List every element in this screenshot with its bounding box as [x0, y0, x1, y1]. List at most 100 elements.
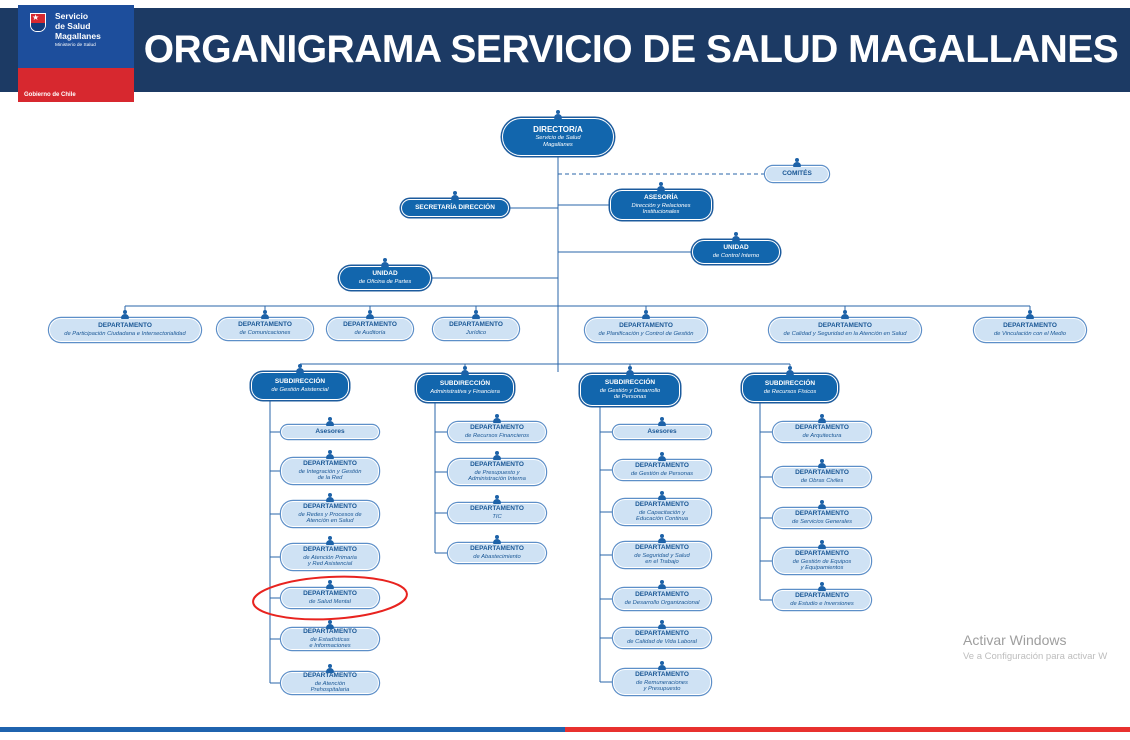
gobierno-de-chile-logo: ★ Servicio de Salud Magallanes Ministeri…: [18, 5, 134, 102]
person-icon: [657, 620, 667, 629]
node-title: Asesores: [315, 428, 345, 436]
node-title: Asesores: [647, 428, 677, 436]
node-dept-calidad-vida-laboral: DEPARTAMENTO de Calidad de Vida Laboral: [613, 620, 711, 648]
person-icon: [365, 310, 375, 319]
node-subtitle: Jurídico: [465, 329, 487, 336]
person-icon: [471, 310, 481, 319]
node-subtitle: de Obras Civiles: [800, 477, 844, 484]
node-dept-abastecimiento: DEPARTAMENTO de Abastecimiento: [448, 535, 546, 563]
node-title: DEPARTAMENTO: [635, 462, 689, 470]
node-title: DEPARTAMENTO: [303, 590, 357, 598]
node-subtitle: de Estudio e Inversiones: [790, 600, 854, 607]
node-dept-capacitacion-educacion: DEPARTAMENTO de Capacitación y Educación…: [613, 491, 711, 525]
person-icon: [553, 110, 563, 119]
person-icon: [657, 452, 667, 461]
node-subtitle: de Presupuesto y Administración Interna: [468, 469, 526, 483]
person-icon: [1025, 310, 1035, 319]
coat-of-arms-icon: ★: [22, 11, 52, 35]
person-icon: [785, 366, 795, 375]
node-subtitle: de Control Interno: [712, 252, 760, 259]
footer-bar-blue: [0, 727, 565, 732]
node-dept-gestion-equipos: DEPARTAMENTO de Gestión de Equipos y Equ…: [773, 540, 871, 574]
person-icon: [120, 310, 130, 319]
person-icon: [656, 182, 666, 191]
person-icon: [817, 582, 827, 591]
footer-bar-red: [565, 727, 1130, 732]
person-icon: [492, 414, 502, 423]
person-icon: [325, 493, 335, 502]
person-icon: [325, 450, 335, 459]
logo-line: Magallanes: [55, 30, 101, 41]
node-asesores-personas: Asesores: [613, 417, 711, 439]
windows-activation-watermark: Activar Windows Ve a Configuración para …: [963, 632, 1130, 662]
node-subtitle: de Atención Prehospitalaria: [310, 680, 350, 694]
person-icon: [792, 158, 802, 167]
node-title: DEPARTAMENTO: [303, 545, 357, 553]
page-title: ORGANIGRAMA SERVICIO DE SALUD MAGALLANES: [143, 28, 1119, 71]
logo-government: Gobierno de Chile: [24, 92, 76, 98]
node-subtitle: de Comunicaciones: [239, 329, 291, 336]
person-icon: [325, 580, 335, 589]
person-icon: [492, 495, 502, 504]
node-dept-servicios-generales: DEPARTAMENTO de Servicios Generales: [773, 500, 871, 528]
node-dept-auditoria: DEPARTAMENTO de Auditoría: [327, 310, 413, 340]
person-icon: [657, 661, 667, 670]
node-title: DEPARTAMENTO: [303, 671, 357, 679]
node-title: DEPARTAMENTO: [98, 322, 152, 330]
node-subtitle: de Integración y Gestión de la Red: [298, 468, 362, 482]
node-dept-salud-mental: DEPARTAMENTO de Salud Mental: [281, 580, 379, 608]
node-title: DEPARTAMENTO: [795, 469, 849, 477]
node-title: DEPARTAMENTO: [1003, 322, 1057, 330]
node-subtitle: de Gestión Asistencial: [271, 386, 329, 393]
node-dept-estudio-inversiones: DEPARTAMENTO de Estudio e Inversiones: [773, 582, 871, 610]
person-icon: [380, 258, 390, 267]
node-subdireccion-administrativa-financiera: SUBDIRECCIÓN Administrativa y Financiera: [416, 366, 514, 402]
node-title: DEPARTAMENTO: [449, 321, 503, 329]
node-title: COMITÉS: [782, 170, 812, 178]
person-icon: [657, 417, 667, 426]
node-unidad-oficina-partes: UNIDAD de Oficina de Partes: [339, 258, 431, 290]
node-dept-vinculacion-medio: DEPARTAMENTO de Vinculación con el Medio: [974, 310, 1086, 342]
node-asesores-gestion-asistencial: Asesores: [281, 417, 379, 439]
node-subdireccion-gestion-asistencial: SUBDIRECCIÓN de Gestión Asistencial: [251, 364, 349, 400]
node-title: DEPARTAMENTO: [635, 630, 689, 638]
person-icon: [625, 366, 635, 375]
node-dept-redes-procesos-atencion: DEPARTAMENTO de Redes y Procesos de Aten…: [281, 493, 379, 527]
node-subtitle: de Calidad y Seguridad en la Atención en…: [783, 330, 907, 337]
node-subtitle: de Estadísticas e Informaciones: [309, 636, 351, 650]
node-subtitle: de Oficina de Partes: [358, 278, 412, 285]
person-icon: [260, 310, 270, 319]
logo-red-band: Gobierno de Chile: [18, 68, 134, 102]
node-title: SUBDIRECCIÓN: [439, 380, 491, 388]
node-title: DEPARTAMENTO: [470, 545, 524, 553]
node-title: DEPARTAMENTO: [795, 424, 849, 432]
node-title: SUBDIRECCIÓN: [764, 380, 816, 388]
node-title: ASESORÍA: [644, 193, 678, 201]
person-icon: [460, 366, 470, 375]
person-icon: [817, 414, 827, 423]
node-dept-recursos-financieros: DEPARTAMENTO de Recursos Financieros: [448, 414, 546, 442]
node-title: DEPARTAMENTO: [635, 500, 689, 508]
node-subtitle: de Remuneraciones y Presupuesto: [636, 679, 688, 693]
person-icon: [657, 580, 667, 589]
node-subtitle: de Abastecimiento: [473, 553, 521, 560]
node-title: DEPARTAMENTO: [795, 592, 849, 600]
person-icon: [817, 459, 827, 468]
node-title: DEPARTAMENTO: [303, 459, 357, 467]
node-subtitle: de Calidad de Vida Laboral: [627, 638, 697, 645]
node-title: SUBDIRECCIÓN: [604, 378, 656, 386]
node-subtitle: de Auditoría: [354, 329, 386, 336]
watermark-line2: Ve a Configuración para activar W: [963, 651, 1108, 662]
node-dept-calidad-seguridad: DEPARTAMENTO de Calidad y Seguridad en l…: [769, 310, 921, 342]
logo-line: de Salud: [55, 20, 91, 31]
node-title: DEPARTAMENTO: [635, 591, 689, 599]
node-subtitle: de Atención Primaria y Red Asistencial: [303, 554, 357, 568]
node-subtitle: de Planificación y Control de Gestión: [598, 330, 694, 337]
person-icon: [325, 417, 335, 426]
node-subtitle: Servicio de Salud Magallanes: [535, 135, 581, 149]
node-dept-gestion-personas: DEPARTAMENTO de Gestión de Personas: [613, 452, 711, 480]
node-title: DEPARTAMENTO: [619, 322, 673, 330]
person-icon: [641, 310, 651, 319]
node-title: DEPARTAMENTO: [635, 543, 689, 551]
